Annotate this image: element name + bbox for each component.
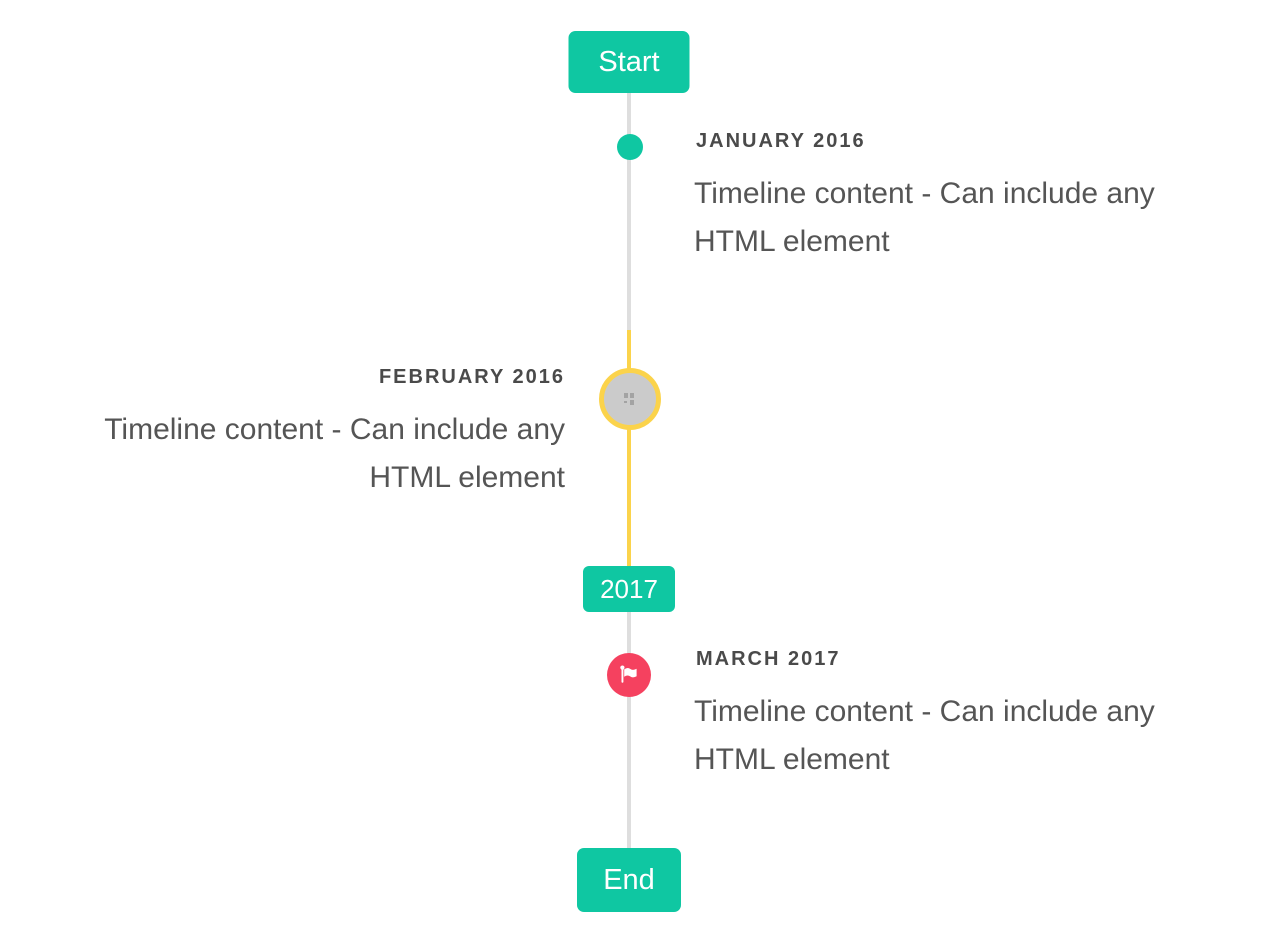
item-content-march-2017: Timeline content - Can include any HTML …	[694, 688, 1239, 784]
item-content-january-2016: Timeline content - Can include any HTML …	[694, 170, 1239, 266]
timeline-start-badge: Start	[568, 31, 690, 93]
item-content-february-2016: Timeline content - Can include any HTML …	[20, 406, 565, 502]
item-content-line: Timeline content - Can include any	[694, 695, 1155, 728]
timeline-marker-march-2017[interactable]	[607, 653, 651, 697]
item-content-line: HTML element	[694, 225, 890, 258]
item-date-february-2016: FEBRUARY 2016	[378, 366, 565, 388]
item-content-line: Timeline content - Can include any	[694, 177, 1155, 210]
item-content-line: HTML element	[694, 743, 890, 776]
item-content-line: Timeline content - Can include any	[104, 413, 565, 446]
item-date-march-2017: MARCH 2017	[696, 648, 841, 670]
timeline-marker-january-2016[interactable]	[617, 134, 643, 160]
timeline-period-badge-2017: 2017	[583, 566, 675, 612]
timeline-highlighted-segment	[627, 330, 631, 566]
item-content-line: HTML element	[369, 461, 565, 494]
item-date-january-2016: JANUARY 2016	[696, 130, 866, 152]
timeline-end-badge: End	[577, 848, 681, 912]
flag-icon	[617, 663, 641, 687]
broken-image-icon	[620, 390, 640, 408]
timeline-marker-february-2016[interactable]	[599, 368, 661, 430]
